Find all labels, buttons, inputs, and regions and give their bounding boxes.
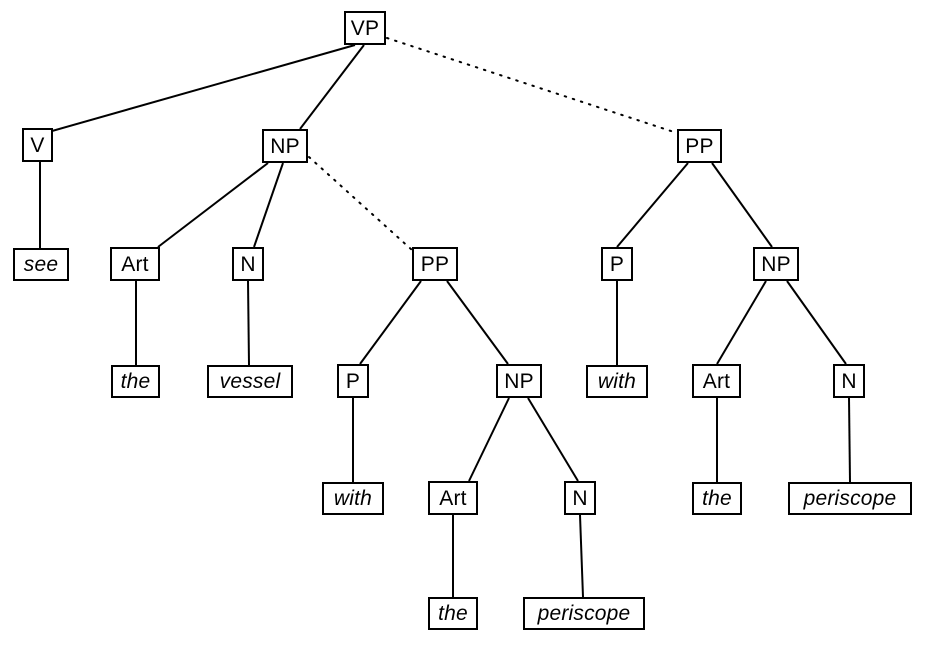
tree-node-np1: NP xyxy=(262,129,308,163)
tree-edge-n1-to-vessel xyxy=(247,280,250,366)
tree-node-n-right: N xyxy=(833,364,865,398)
tree-edge-np1-to-n1 xyxy=(253,162,284,248)
tree-node-the1: the xyxy=(111,365,160,398)
tree-node-periscope-r: periscope xyxy=(788,482,912,515)
tree-node-art-right: Art xyxy=(692,364,741,398)
tree-edge-np-mid-to-n-mid xyxy=(527,397,579,482)
tree-edge-np-right-to-n-right xyxy=(786,280,847,365)
tree-edge-vp-to-pp-right xyxy=(386,37,678,134)
tree-node-with-right: with xyxy=(586,365,648,398)
tree-node-vp: VP xyxy=(344,11,386,45)
tree-edge-n-mid-to-periscope-m xyxy=(579,514,584,598)
tree-edge-pp-right-to-p-right xyxy=(616,162,689,248)
tree-node-art-mid: Art xyxy=(428,481,478,515)
tree-edge-n-right-to-periscope-r xyxy=(848,397,851,483)
tree-node-pp-mid: PP xyxy=(412,247,458,281)
tree-edge-np1-to-pp-mid xyxy=(308,156,413,251)
tree-node-p-mid: P xyxy=(337,364,369,398)
tree-node-the-right: the xyxy=(692,482,742,515)
tree-node-with-mid: with xyxy=(322,482,384,515)
tree-node-pp-right: PP xyxy=(677,129,722,163)
tree-edge-vp-to-v xyxy=(44,44,356,134)
tree-node-p-right: P xyxy=(601,247,633,281)
tree-node-n-mid: N xyxy=(564,481,596,515)
tree-node-np-right: NP xyxy=(753,247,799,281)
tree-node-np-mid: NP xyxy=(496,364,542,398)
tree-edge-vp-to-np1 xyxy=(299,44,365,130)
tree-edge-np1-to-art1 xyxy=(157,162,269,248)
tree-node-the-mid: the xyxy=(428,597,478,630)
tree-edge-np-right-to-art-right xyxy=(716,280,767,365)
tree-edge-pp-mid-to-p-mid xyxy=(359,280,422,365)
tree-node-v: V xyxy=(22,128,53,162)
tree-node-n1: N xyxy=(232,247,264,281)
tree-node-vessel: vessel xyxy=(207,365,293,398)
tree-node-art1: Art xyxy=(110,247,160,281)
tree-edge-pp-mid-to-np-mid xyxy=(446,280,509,365)
tree-edge-pp-right-to-np-right xyxy=(711,162,773,248)
tree-node-see: see xyxy=(13,248,69,281)
tree-edge-np-mid-to-art-mid xyxy=(468,397,510,482)
tree-node-periscope-m: periscope xyxy=(523,597,645,630)
